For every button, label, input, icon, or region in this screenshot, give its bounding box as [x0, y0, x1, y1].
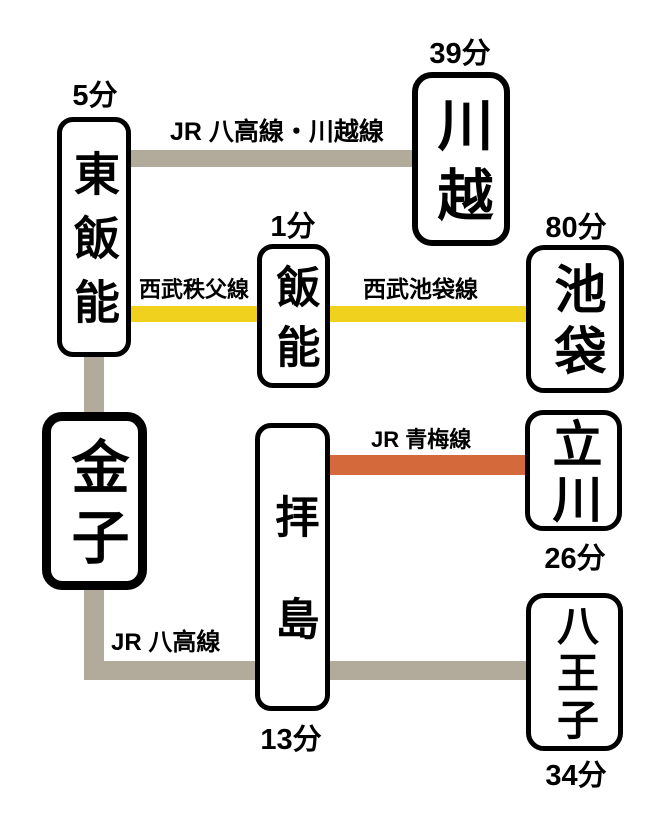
station-box-kawagoe: 川越: [412, 72, 510, 246]
rail-jr-oume-line: [292, 455, 525, 475]
time-label-higashi-hanno: 5分: [72, 80, 118, 112]
label-jr-hachiko-kawagoe-line: JR 八高線・川越線: [170, 118, 384, 146]
station-name-higashi-hanno: 東飯能: [68, 150, 120, 342]
station-name-kaneko: 金子: [62, 437, 128, 577]
station-box-ikebukuro: 池袋: [526, 245, 624, 393]
time-label-hanno: 1分: [270, 211, 316, 243]
label-seibu-chichibu-line: 西武秩父線: [139, 277, 250, 302]
rail-connector-higashihanno-kaneko: [84, 350, 104, 415]
station-name-kawagoe: 川越: [430, 96, 493, 236]
time-label-tachikawa: 26分: [544, 543, 606, 575]
station-box-tachikawa: 立川: [525, 410, 622, 531]
station-box-kaneko-highlighted: 金子: [42, 412, 147, 590]
label-jr-hachiko-line: JR 八高線: [111, 629, 221, 656]
station-name-hachioji: 八王子: [551, 604, 599, 745]
station-box-haijima: 拝島: [255, 423, 330, 711]
label-seibu-ikebukuro-line: 西武池袋線: [363, 276, 478, 302]
station-name-ikebukuro: 池袋: [546, 262, 604, 386]
rail-jr-hachiko-line-vertical: [84, 585, 104, 680]
time-label-haijima: 13分: [260, 724, 322, 756]
time-label-ikebukuro: 80分: [545, 212, 607, 244]
station-box-higashi-hanno: 東飯能: [57, 117, 131, 357]
station-name-tachikawa: 立川: [545, 418, 602, 528]
station-box-hanno: 飯能: [257, 244, 330, 388]
time-label-hachioji: 34分: [545, 760, 607, 792]
label-jr-oume-line: JR 青梅線: [371, 427, 472, 452]
station-name-haijima: 拝島: [268, 494, 318, 698]
station-name-hanno: 飯能: [269, 264, 319, 384]
time-label-kawagoe: 39分: [429, 38, 491, 70]
station-box-hachioji: 八王子: [526, 593, 623, 751]
rail-jr-hachiko-kawagoe-line: [120, 150, 412, 167]
